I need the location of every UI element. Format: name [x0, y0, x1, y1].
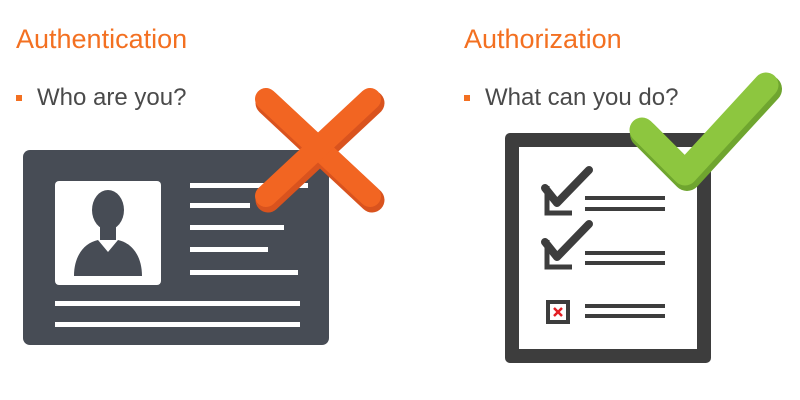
authorization-heading: Authorization [464, 24, 622, 54]
authorization-question: What can you do? [485, 84, 679, 111]
id-card-icon [23, 150, 329, 345]
bullet-icon [464, 95, 470, 101]
checklist-item-checked [541, 220, 665, 270]
authorization-bullet: What can you do? [464, 83, 678, 113]
authentication-heading: Authentication [16, 24, 188, 54]
card-text-lines [55, 183, 308, 327]
authorization-panel: Authorization What can you do? [400, 0, 800, 400]
authentication-panel: Authentication Who are you? [16, 24, 385, 345]
checklist-illustration [505, 72, 782, 363]
authentication-bullet: Who are you? [16, 83, 186, 113]
authentication-question: Who are you? [37, 84, 187, 111]
checklist-item-checked [541, 166, 665, 216]
checklist-icon [505, 133, 711, 363]
cross-icon [255, 88, 385, 213]
bullet-icon [16, 95, 22, 101]
checklist-item-denied [546, 300, 665, 324]
id-card-illustration [23, 88, 385, 345]
checkmark-icon [629, 72, 782, 191]
avatar-icon [55, 181, 161, 285]
